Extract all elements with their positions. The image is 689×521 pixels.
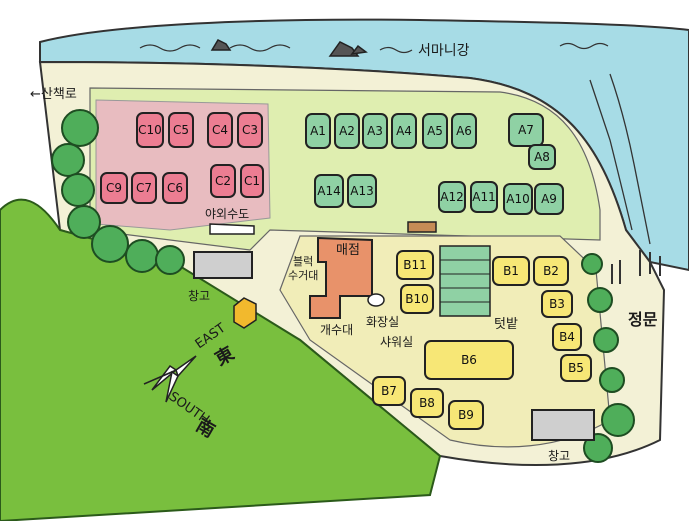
path-arrow xyxy=(209,223,255,235)
site-c3[interactable]: C3 xyxy=(237,112,263,148)
trees-west xyxy=(51,109,185,275)
site-c7[interactable]: C7 xyxy=(131,172,157,204)
site-b10[interactable]: B10 xyxy=(400,284,434,314)
storage-east-shed xyxy=(531,409,595,441)
site-a3[interactable]: A3 xyxy=(362,113,388,149)
river-label: 서마니강 xyxy=(418,43,470,59)
garden-label: 텃밭 xyxy=(494,317,518,332)
garden-plot xyxy=(439,245,491,317)
storage-east-label: 창고 xyxy=(548,449,571,463)
outdoor-sink-label: 야외수도 xyxy=(205,207,250,221)
sink-area-label-2: 수거대 xyxy=(288,269,319,282)
store-label: 매점 xyxy=(336,243,360,258)
sink-area-label-1: 블럭 xyxy=(293,255,314,268)
site-c1[interactable]: C1 xyxy=(240,164,264,198)
site-b2[interactable]: B2 xyxy=(533,256,569,286)
site-b5[interactable]: B5 xyxy=(560,354,592,382)
storage-west-shed xyxy=(193,251,253,279)
wash-station-label: 개수대 xyxy=(320,323,354,337)
site-b6[interactable]: B6 xyxy=(424,340,514,380)
site-a4[interactable]: A4 xyxy=(391,113,417,149)
gate-posts xyxy=(611,250,661,284)
trees-east xyxy=(581,253,635,463)
site-b9[interactable]: B9 xyxy=(448,400,484,430)
site-b7[interactable]: B7 xyxy=(372,376,406,406)
site-a1[interactable]: A1 xyxy=(305,113,331,149)
site-b1[interactable]: B1 xyxy=(492,256,530,286)
site-c2[interactable]: C2 xyxy=(210,164,236,198)
site-c4[interactable]: C4 xyxy=(207,112,233,148)
site-a8[interactable]: A8 xyxy=(528,144,556,170)
site-a13[interactable]: A13 xyxy=(347,174,377,208)
site-b11[interactable]: B11 xyxy=(396,250,434,280)
site-c5[interactable]: C5 xyxy=(168,112,194,148)
river-rocks xyxy=(210,39,368,57)
trail-label[interactable]: ←산책로 xyxy=(30,87,77,102)
site-b4[interactable]: B4 xyxy=(552,323,582,351)
grass-slope xyxy=(0,198,442,521)
site-a7[interactable]: A7 xyxy=(508,113,544,147)
site-a10[interactable]: A10 xyxy=(503,183,533,215)
site-b8[interactable]: B8 xyxy=(410,388,444,418)
site-c10[interactable]: C10 xyxy=(136,112,164,148)
restroom-label: 화장실 xyxy=(366,315,400,329)
site-a5[interactable]: A5 xyxy=(422,113,448,149)
storage-west-label: 창고 xyxy=(188,289,211,303)
footbridge xyxy=(407,221,437,233)
site-c6[interactable]: C6 xyxy=(162,172,188,204)
site-a9[interactable]: A9 xyxy=(534,183,564,215)
site-a2[interactable]: A2 xyxy=(334,113,360,149)
east-marker xyxy=(233,297,257,329)
store-building xyxy=(309,236,373,319)
site-a12[interactable]: A12 xyxy=(438,181,466,213)
site-b3[interactable]: B3 xyxy=(541,290,573,318)
shower-label: 샤워실 xyxy=(380,335,414,349)
wc-dome xyxy=(367,293,385,307)
compass-icon xyxy=(143,355,197,403)
site-a6[interactable]: A6 xyxy=(451,113,477,149)
site-a14[interactable]: A14 xyxy=(314,174,344,208)
main-gate-label: 정문 xyxy=(628,310,658,329)
river-waves xyxy=(139,42,651,245)
site-c9[interactable]: C9 xyxy=(100,172,128,204)
site-a11[interactable]: A11 xyxy=(470,181,498,213)
